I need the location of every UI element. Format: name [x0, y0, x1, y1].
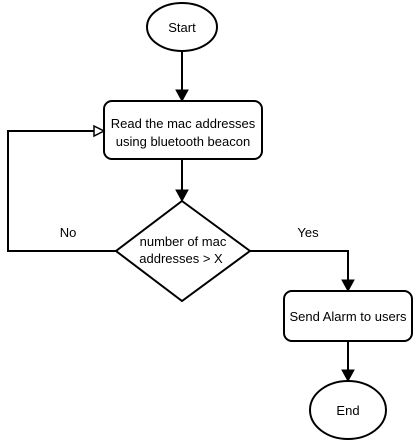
edge-yes-line — [250, 250, 349, 281]
read-label-line1: Read the mac addresses — [111, 116, 256, 131]
end-ellipse — [309, 380, 387, 440]
read-node[interactable]: Read the mac addresses using bluetooth b… — [103, 100, 263, 160]
decision-label-line2: addresses > X — [139, 251, 223, 266]
decision-label-line1: number of mac — [140, 234, 227, 249]
edge-yes: Yes — [250, 225, 355, 293]
start-node[interactable]: Start — [146, 2, 218, 52]
edge-start-to-read — [175, 51, 189, 103]
decision-node[interactable]: number of mac addresses > X — [114, 199, 252, 303]
edge-no-label: No — [60, 225, 77, 240]
edge-yes-label: Yes — [297, 225, 319, 240]
edge-alarm-to-end-arrow — [341, 369, 355, 383]
edge-start-to-read-arrow — [175, 89, 189, 103]
end-label: End — [336, 403, 359, 418]
alarm-label: Send Alarm to users — [289, 309, 407, 324]
decision-diamond — [114, 199, 252, 303]
edge-alarm-to-end — [341, 341, 355, 383]
edge-no-loop-arrow — [93, 124, 106, 138]
edge-no-loop-line — [7, 130, 116, 252]
edge-yes-arrow — [341, 279, 355, 293]
start-label: Start — [168, 20, 196, 35]
edge-read-to-decision-arrow — [175, 189, 189, 203]
read-label-line2: using bluetooth beacon — [116, 134, 250, 149]
edge-read-to-decision — [175, 159, 189, 203]
end-node[interactable]: End — [309, 380, 387, 440]
alarm-node[interactable]: Send Alarm to users — [283, 290, 413, 342]
edge-no-loop: No — [7, 124, 116, 252]
